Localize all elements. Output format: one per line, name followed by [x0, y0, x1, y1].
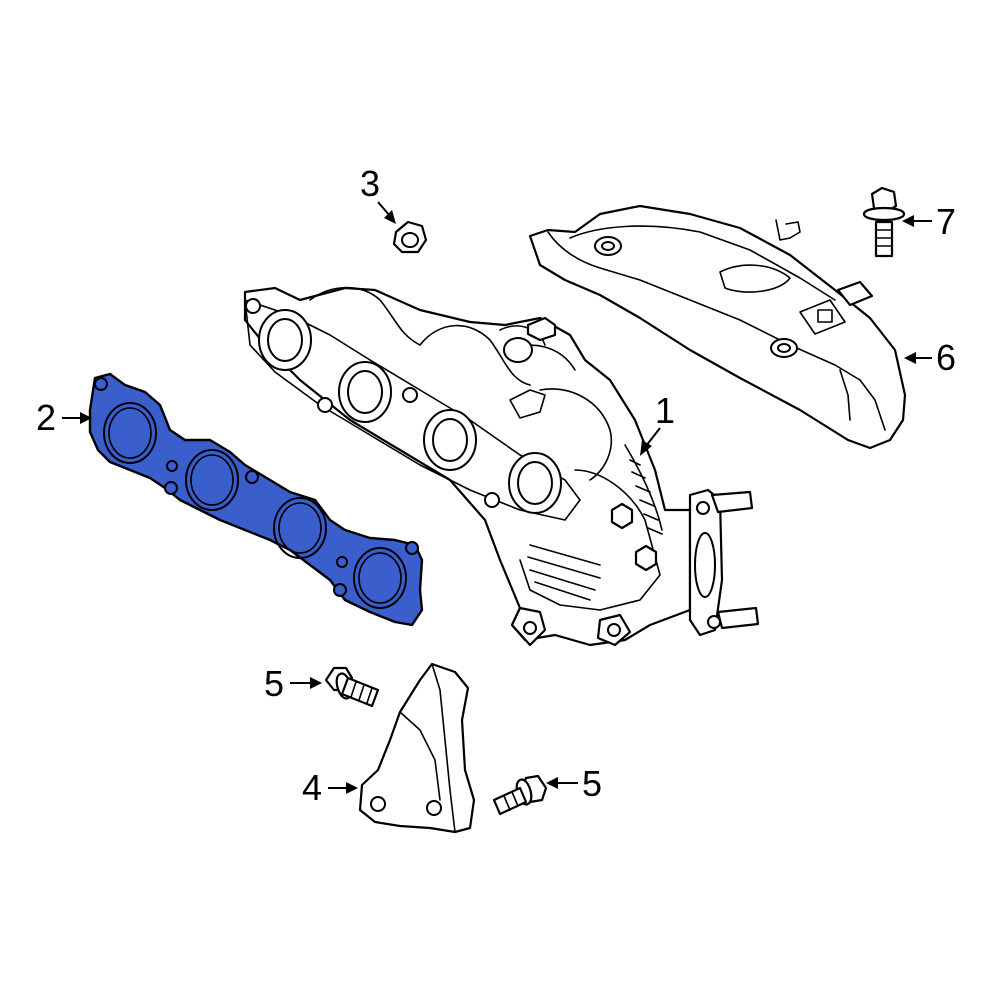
callout-label-4: 4 — [302, 767, 322, 808]
manifold-support-bracket[interactable] — [358, 662, 476, 834]
callout-7: 7 — [902, 201, 956, 242]
callout-label-2: 2 — [36, 397, 56, 438]
exhaust-manifold-gasket[interactable] — [88, 372, 424, 627]
callout-label-5-upper: 5 — [264, 663, 284, 704]
heat-shield[interactable] — [528, 204, 907, 450]
heat-shield-bolt[interactable] — [862, 186, 906, 258]
callout-label-6: 6 — [936, 337, 956, 378]
exhaust-manifold[interactable] — [243, 286, 760, 647]
callout-label-3: 3 — [360, 163, 380, 204]
callout-5-upper: 5 — [264, 663, 322, 704]
callout-5-lower: 5 — [546, 763, 602, 804]
callout-label-5-lower: 5 — [582, 763, 602, 804]
manifold-nut[interactable] — [392, 220, 428, 254]
callout-1: 1 — [640, 390, 675, 456]
callout-label-7: 7 — [936, 201, 956, 242]
bracket-bolt-lower[interactable] — [492, 774, 548, 816]
callout-4: 4 — [302, 767, 358, 808]
bracket-bolt-upper[interactable] — [324, 666, 380, 708]
callout-6: 6 — [904, 337, 956, 378]
callout-2: 2 — [36, 397, 92, 438]
callout-3: 3 — [360, 163, 396, 224]
callout-label-1: 1 — [655, 390, 675, 431]
